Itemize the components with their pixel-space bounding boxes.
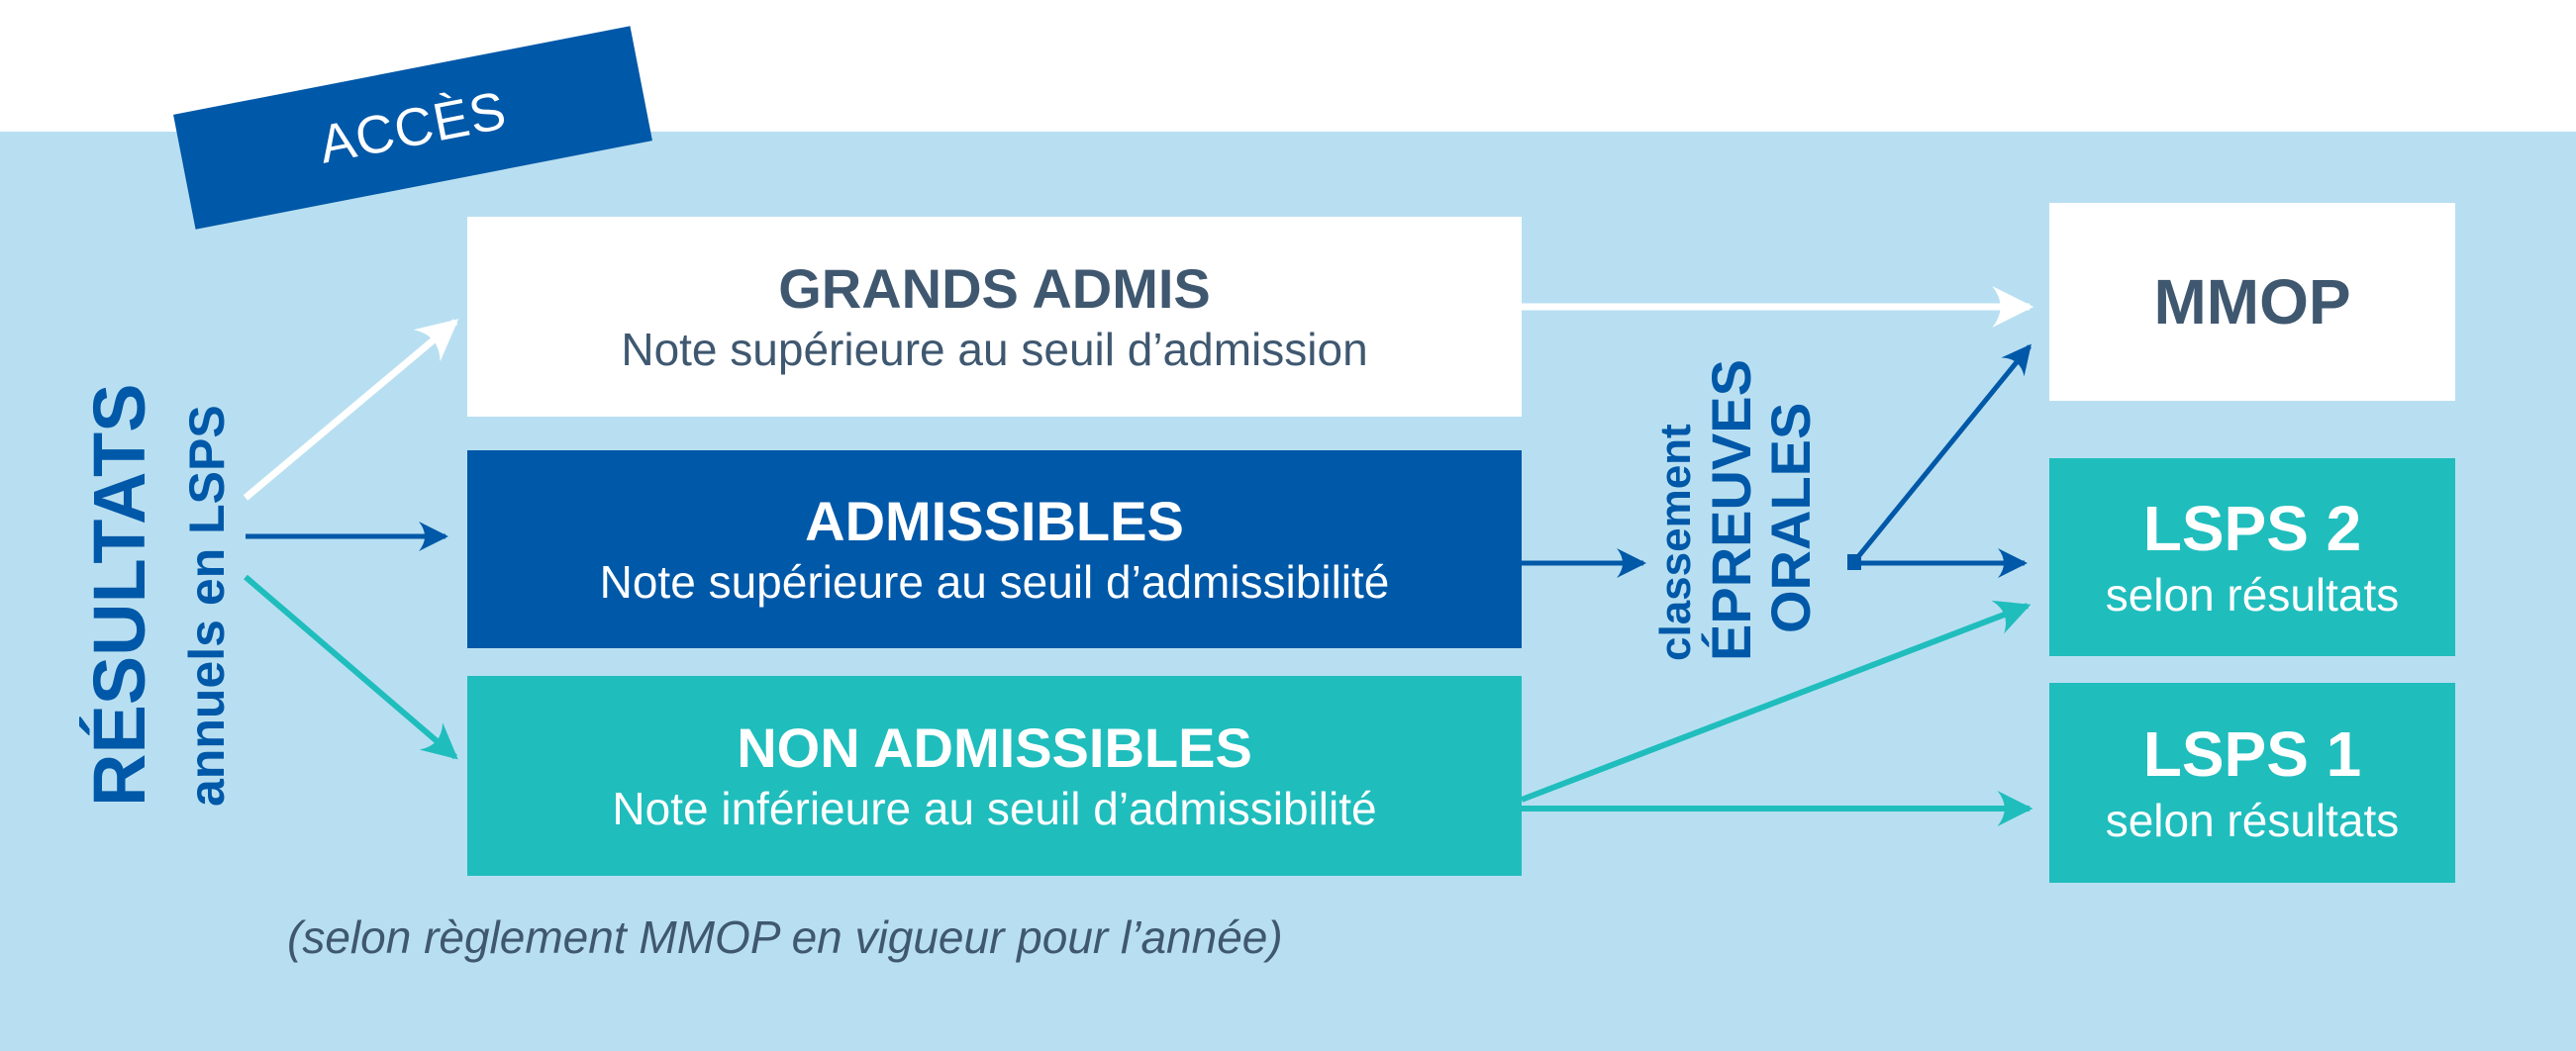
- non-admissibles-title: NON ADMISSIBLES: [737, 716, 1252, 779]
- admissibles-box: ADMISSIBLES Note supérieure au seuil d’a…: [467, 450, 1522, 648]
- grands-admis-box: GRANDS ADMIS Note supérieure au seuil d’…: [467, 217, 1522, 417]
- non-admissibles-box: NON ADMISSIBLES Note inférieure au seuil…: [467, 676, 1522, 876]
- admissibles-title: ADMISSIBLES: [805, 489, 1184, 552]
- lsps1-box: LSPS 1 selon résultats: [2049, 683, 2455, 883]
- lsps2-box: LSPS 2 selon résultats: [2049, 458, 2455, 656]
- lsps1-subtitle: selon résultats: [2105, 794, 2400, 846]
- arrow-oral-to-mmop: [1854, 343, 2031, 561]
- lsps2-title: LSPS 2: [2142, 492, 2362, 564]
- lsps2-subtitle: selon résultats: [2105, 568, 2400, 621]
- arrow-non-admissibles-to-lsps2: [1520, 600, 2031, 803]
- footnote: (selon règlement MMOP en vigueur pour l’…: [287, 911, 1283, 963]
- mmop-box: MMOP: [2049, 203, 2455, 401]
- arrow-to-non-admissibles: [244, 574, 458, 760]
- non-admissibles-subtitle: Note inférieure au seuil d’admissibilité: [612, 782, 1377, 834]
- mmop-title: MMOP: [2153, 265, 2351, 337]
- admissibles-subtitle: Note supérieure au seuil d’admissibilité: [599, 555, 1390, 608]
- arrow-to-grands-admis: [243, 319, 459, 501]
- grands-admis-subtitle: Note supérieure au seuil d’admission: [621, 323, 1368, 375]
- grands-admis-title: GRANDS ADMIS: [778, 256, 1211, 320]
- lsps1-title: LSPS 1: [2142, 717, 2362, 790]
